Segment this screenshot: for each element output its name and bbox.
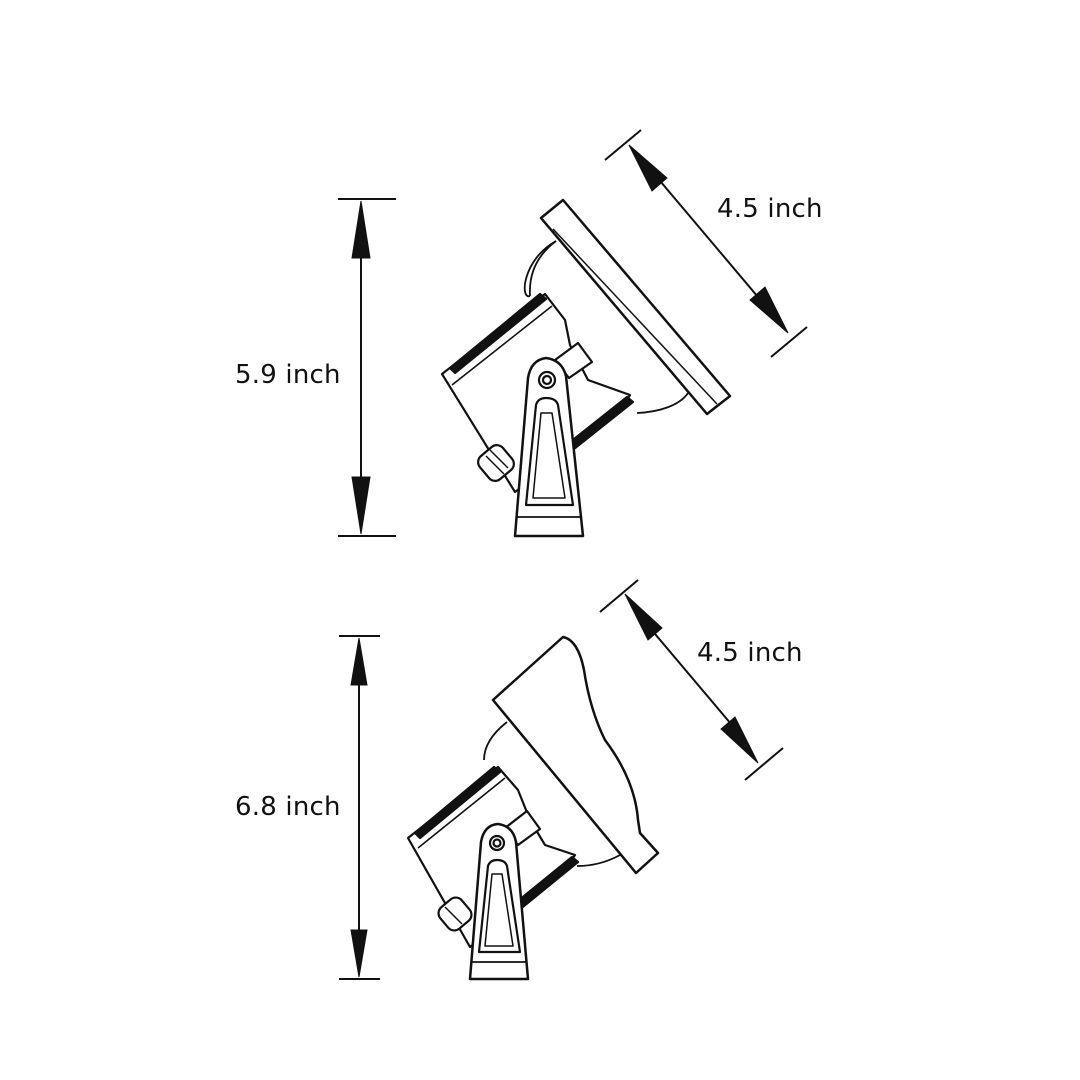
height-label-top: 5.9 inch	[235, 360, 341, 390]
light-fixture-shroud-lens	[406, 635, 660, 981]
width-label-bottom: 4.5 inch	[697, 638, 803, 668]
arrow-up-left-icon	[628, 144, 668, 192]
pivot-bolt-icon	[537, 370, 557, 390]
arrow-down-icon	[351, 476, 371, 535]
width-label-top: 4.5 inch	[717, 194, 823, 224]
height-dimension-top	[338, 198, 396, 537]
width-dimension-top	[604, 129, 808, 358]
pivot-bolt-icon	[488, 834, 506, 852]
arrow-down-icon	[350, 929, 368, 978]
arrow-up-left-icon	[624, 593, 663, 641]
arrow-up-icon	[350, 637, 368, 686]
width-dimension-bottom	[599, 579, 784, 781]
height-label-bottom: 6.8 inch	[235, 792, 341, 822]
arrow-up-icon	[351, 200, 371, 259]
cable-gland-icon	[477, 444, 515, 482]
arrow-down-right-icon	[749, 286, 789, 334]
light-fixture-flat-lens	[440, 198, 732, 538]
height-dimension-bottom	[339, 635, 380, 980]
cable-gland-icon	[437, 896, 473, 932]
arrow-down-right-icon	[720, 716, 759, 764]
